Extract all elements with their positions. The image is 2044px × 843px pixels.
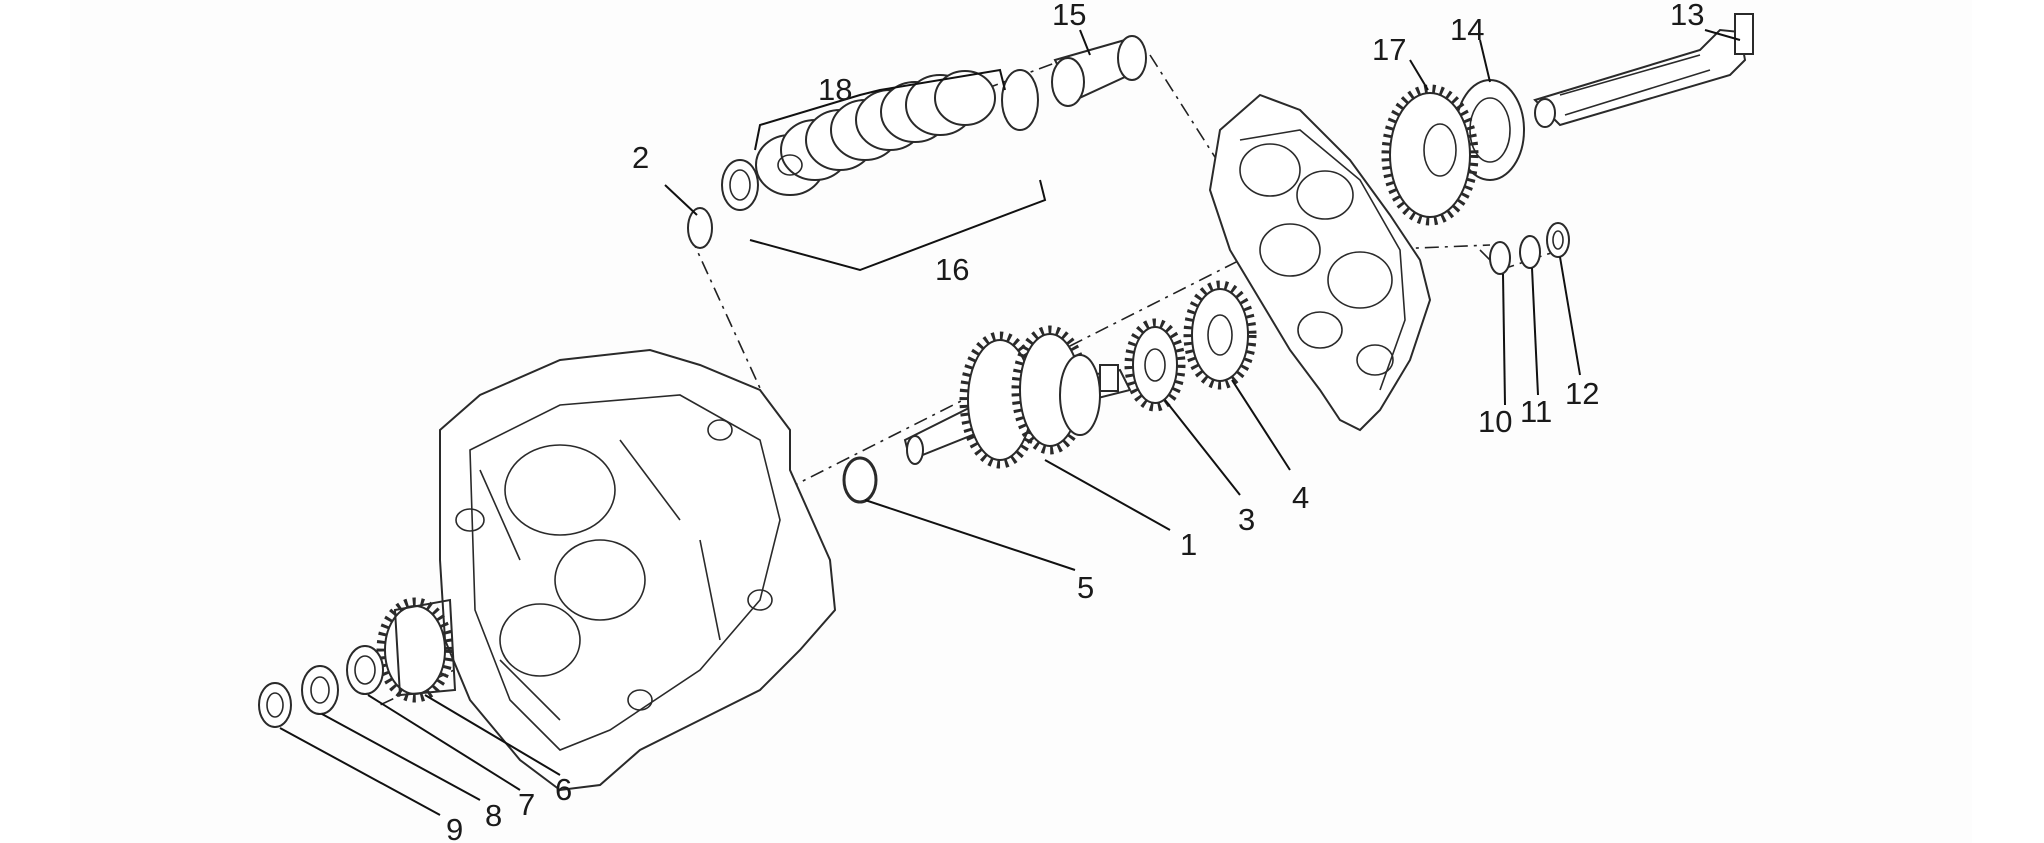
- leader-8: [321, 713, 481, 801]
- leader-13: [1704, 29, 1741, 41]
- spring-cup-16: [721, 69, 1039, 211]
- leader-10: [1502, 273, 1506, 406]
- callout-7: 7: [518, 787, 535, 822]
- rear-cover-plate: [1208, 93, 1432, 432]
- callout-14: 14: [1450, 12, 1484, 47]
- gearbox-housing: [439, 348, 837, 792]
- leader-14: [1479, 39, 1491, 83]
- ring-5: [842, 456, 878, 504]
- gear-3: [1124, 318, 1186, 412]
- bracket-16: [749, 179, 1047, 272]
- washer-7: [346, 645, 384, 695]
- callout-15: 15: [1052, 0, 1086, 32]
- callout-labels: 1 2 3 4 5 6 7 8 9 10 11 12 13 14 15 16 1…: [446, 0, 1704, 843]
- washer-11: [1519, 235, 1541, 269]
- callout-8: 8: [485, 798, 502, 833]
- callout-17: 17: [1372, 32, 1406, 67]
- bushing-15: [1051, 35, 1147, 107]
- callout-5: 5: [1077, 570, 1094, 605]
- spring-pack-18: [755, 70, 996, 196]
- leader-4: [1231, 379, 1291, 471]
- leader-lines: [279, 29, 1741, 816]
- leader-6: [424, 694, 561, 776]
- leader-1: [1044, 459, 1171, 531]
- bracket-18: [754, 68, 1006, 151]
- connector-axis-right: [1149, 54, 1221, 166]
- gear-4: [1183, 280, 1257, 390]
- callout-9: 9: [446, 812, 463, 843]
- lock-washer-8: [301, 665, 339, 715]
- washer-10: [1489, 241, 1511, 275]
- leader-3: [1164, 399, 1241, 496]
- callout-1: 1: [1180, 527, 1197, 562]
- callout-2: 2: [632, 140, 649, 175]
- callout-6: 6: [555, 772, 572, 807]
- gear-17: [1381, 84, 1479, 226]
- leader-11: [1531, 267, 1539, 396]
- nut-9: [258, 682, 292, 728]
- leader-17: [1409, 59, 1429, 91]
- leader-2: [664, 184, 698, 216]
- washer-12: [1546, 222, 1570, 258]
- brackets: [749, 68, 1047, 272]
- leader-7: [367, 694, 521, 791]
- callout-12: 12: [1565, 376, 1599, 411]
- leader-12: [1559, 256, 1581, 376]
- leader-5: [864, 499, 1076, 571]
- connector-axis-left: [689, 234, 771, 411]
- callout-3: 3: [1238, 502, 1255, 537]
- leader-15: [1079, 29, 1091, 56]
- countershaft-gear-cluster: [903, 325, 1132, 469]
- circlip-2: [687, 207, 713, 249]
- gear-6: [376, 597, 457, 703]
- leader-9: [279, 727, 441, 816]
- callout-10: 10: [1478, 404, 1512, 439]
- mainshaft-13: [1533, 13, 1754, 128]
- callout-11: 11: [1520, 394, 1552, 429]
- callout-13: 13: [1670, 0, 1704, 32]
- callout-18: 18: [818, 72, 852, 107]
- callout-16: 16: [935, 252, 969, 287]
- callout-4: 4: [1292, 480, 1309, 515]
